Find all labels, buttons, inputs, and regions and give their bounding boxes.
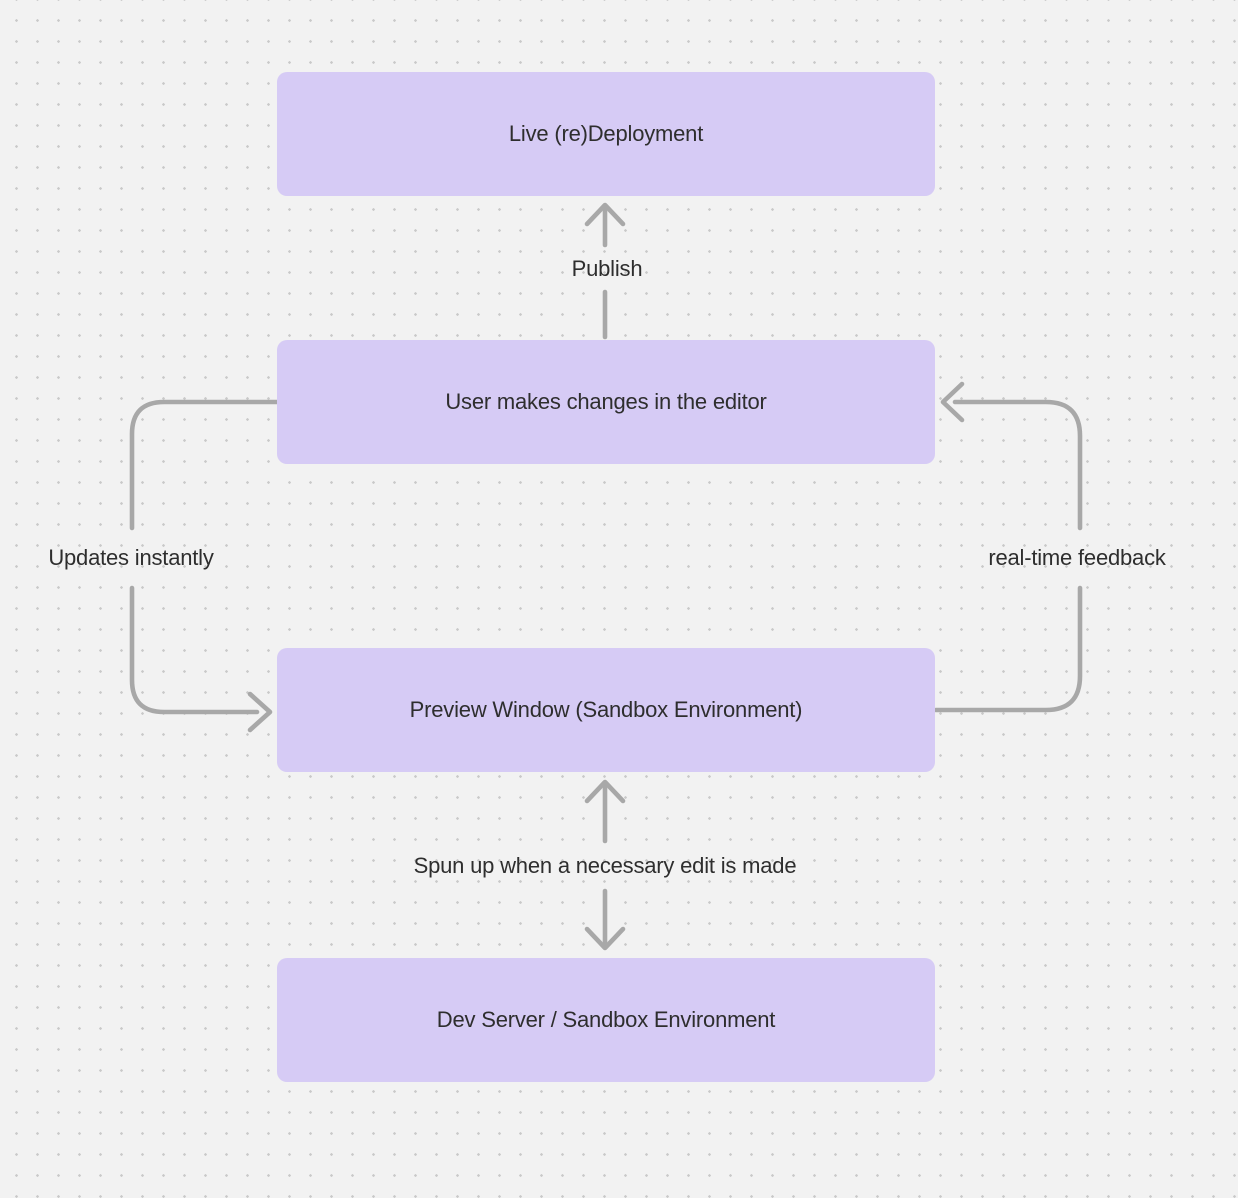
edge-label-publish: Publish [571, 256, 643, 281]
spun-up-arrow-up [584, 779, 626, 844]
edge-label-real-time-feedback: real-time feedback [988, 545, 1166, 570]
node-user-editor[interactable]: User makes changes in the editor [277, 340, 935, 464]
edge-label-updates-instantly: Updates instantly [48, 545, 214, 570]
edge-label-spun-up: Spun up when a necessary edit is made [413, 853, 797, 878]
spun-up-arrow-down [584, 888, 626, 951]
node-live-deployment[interactable]: Live (re)Deployment [277, 72, 935, 196]
node-dev-server[interactable]: Dev Server / Sandbox Environment [277, 958, 935, 1082]
node-preview-window[interactable]: Preview Window (Sandbox Environment) [277, 648, 935, 772]
